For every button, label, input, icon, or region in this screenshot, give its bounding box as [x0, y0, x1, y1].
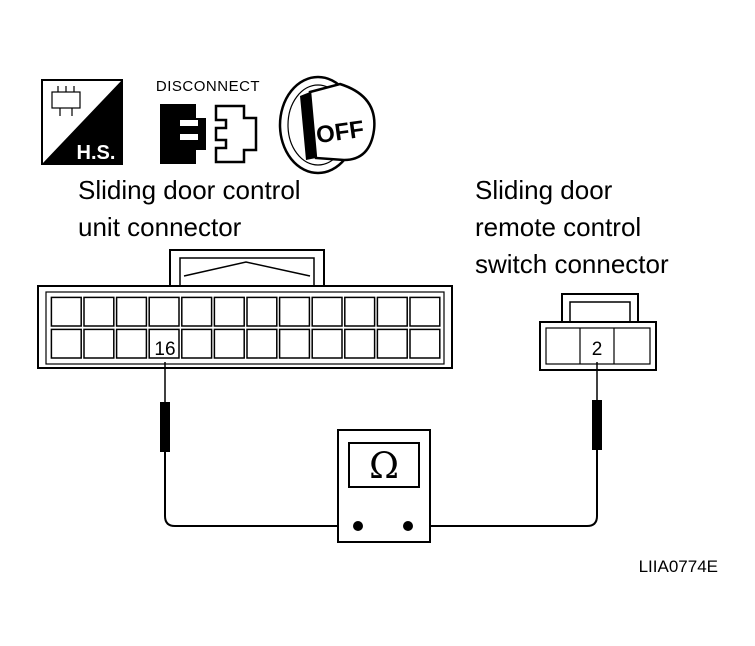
- terminal-cavity: [148, 328, 180, 359]
- terminal-cavity: [148, 296, 180, 327]
- harness-side-text: H.S.: [77, 142, 116, 164]
- terminal-cavity: [278, 296, 311, 327]
- figure-code: LIIA0774E: [639, 557, 718, 576]
- terminal-cavity: [311, 296, 343, 327]
- meter-terminal-positive: [403, 521, 413, 531]
- terminal-cavity: [181, 296, 213, 327]
- right-connector-title-line3: switch connector: [475, 249, 669, 279]
- terminal-cavity: [50, 296, 82, 327]
- terminal-cavity: [50, 328, 82, 359]
- terminal-cavity: [278, 328, 311, 359]
- remote-switch-connector: 2: [539, 293, 657, 371]
- terminal-cavity: [213, 328, 245, 359]
- left-connector-title-line2: unit connector: [78, 212, 242, 242]
- terminal-cavity: [376, 296, 408, 327]
- terminal-cavity: [344, 328, 376, 359]
- right-test-lead: [408, 450, 598, 527]
- terminal-cavity: [246, 296, 278, 327]
- right-probe: [592, 362, 602, 450]
- disconnect-text: DISCONNECT: [156, 78, 260, 95]
- terminal-cavity: [213, 296, 245, 327]
- terminal-cavity: [246, 328, 278, 359]
- remote-switch-pin-label: 2: [592, 339, 603, 360]
- terminal-cavity: [181, 328, 213, 359]
- terminal-cavity: [83, 328, 115, 359]
- disconnect-icon: DISCONNECT: [156, 78, 260, 164]
- terminal-cavity: [83, 296, 115, 327]
- harness-side-icon: H.S.: [41, 79, 123, 165]
- left-probe: [160, 362, 170, 452]
- right-connector-title-line2: remote control: [475, 212, 641, 242]
- ohmmeter: Ω: [337, 429, 431, 543]
- terminal-cavity: [311, 328, 343, 359]
- ohm-symbol: Ω: [369, 446, 399, 487]
- terminal-cavity: [409, 328, 441, 359]
- terminal-cavity: [409, 296, 441, 327]
- left-test-lead: [164, 452, 358, 527]
- terminal-cavity: [344, 296, 376, 327]
- terminal-cavity: [115, 328, 148, 359]
- control-unit-terminal-grid: [50, 296, 441, 359]
- left-connector-title-line1: Sliding door control: [78, 175, 301, 205]
- right-connector-title-line1: Sliding door: [475, 175, 613, 205]
- meter-terminal-negative: [353, 521, 363, 531]
- control-unit-connector: 16: [37, 249, 453, 369]
- terminal-cavity: [376, 328, 408, 359]
- ignition-off-icon: OFF: [278, 75, 376, 175]
- control-unit-pin-label: 16: [154, 339, 175, 360]
- ignition-off-text: OFF: [314, 116, 365, 149]
- terminal-cavity: [115, 296, 148, 327]
